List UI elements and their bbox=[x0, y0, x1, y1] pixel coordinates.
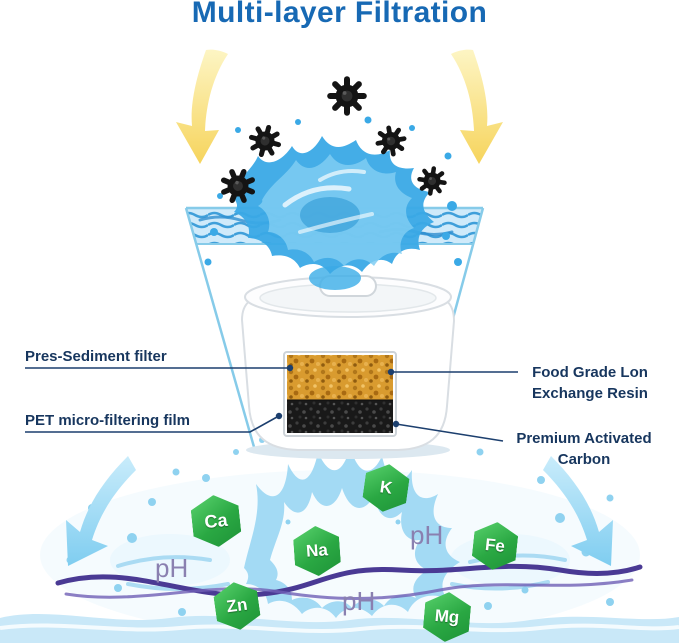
resin-layer bbox=[287, 355, 393, 400]
germ-icon bbox=[376, 126, 407, 157]
carbon-layer bbox=[287, 400, 393, 433]
page-title: Multi-layer Filtration bbox=[191, 0, 488, 29]
callout-activated-carbon: Premium Activated Carbon bbox=[516, 430, 652, 468]
ph-label: pH bbox=[155, 553, 189, 583]
callout-exchange-resin: Food Grade Lon Exchange Resin bbox=[532, 364, 648, 402]
top-splash bbox=[204, 116, 462, 290]
callout-pre-sediment-filter: Pres-Sediment filter bbox=[25, 348, 167, 365]
ph-label: pH bbox=[410, 520, 444, 550]
germ-icon bbox=[248, 124, 282, 158]
yellow-arrow-right-icon bbox=[451, 49, 503, 164]
callout-lines bbox=[25, 364, 518, 442]
purple-wave bbox=[55, 563, 643, 600]
water-surface bbox=[0, 614, 679, 643]
germ-icon bbox=[330, 79, 364, 113]
callout-pet-film: PET micro-filtering film bbox=[25, 412, 191, 429]
ph-label: pH bbox=[342, 586, 376, 616]
filter-cartridge bbox=[240, 275, 456, 459]
yellow-arrow-left-icon bbox=[176, 49, 228, 164]
